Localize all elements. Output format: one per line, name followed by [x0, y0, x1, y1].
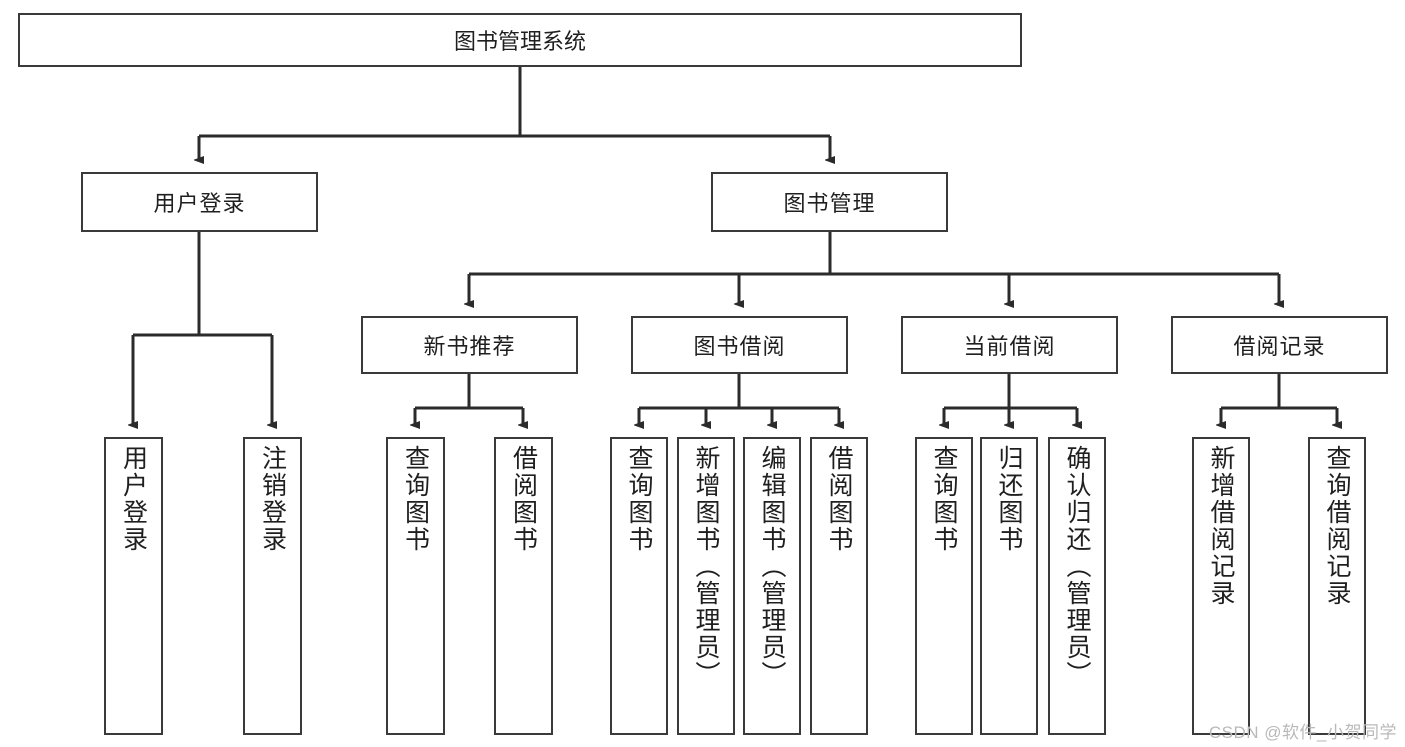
- leaf-borrow-book-recommend[interactable]: 借阅图书: [494, 437, 553, 735]
- leaf-label: 用户登录: [119, 445, 148, 553]
- leaf-label: 确认归还（管理员）: [1063, 445, 1091, 688]
- leaf-label: 查询图书: [401, 445, 430, 553]
- node-borrow-record[interactable]: 借阅记录: [1171, 316, 1388, 374]
- node-book-borrow[interactable]: 图书借阅: [631, 316, 848, 374]
- leaf-label: 新增图书（管理员）: [692, 445, 720, 688]
- leaf-user-login[interactable]: 用户登录: [104, 437, 163, 735]
- leaf-add-book-admin[interactable]: 新增图书（管理员）: [677, 437, 735, 735]
- node-book-management[interactable]: 图书管理: [711, 172, 948, 232]
- leaf-label: 借阅图书: [509, 445, 538, 553]
- leaf-label: 新增借阅记录: [1207, 445, 1235, 607]
- leaf-query-book-borrow[interactable]: 查询图书: [610, 437, 668, 735]
- leaf-return-book[interactable]: 归还图书: [980, 437, 1038, 735]
- watermark: CSDN @软件_小贺同学: [1208, 723, 1397, 742]
- node-label: 图书管理系统: [453, 29, 586, 54]
- leaf-add-borrow-record[interactable]: 新增借阅记录: [1192, 437, 1250, 735]
- leaf-label: 注销登录: [258, 445, 287, 553]
- node-root-library-system[interactable]: 图书管理系统: [18, 13, 1022, 67]
- leaf-confirm-return-admin[interactable]: 确认归还（管理员）: [1048, 437, 1106, 735]
- node-user-login[interactable]: 用户登录: [81, 172, 318, 232]
- leaf-logout-login[interactable]: 注销登录: [243, 437, 302, 735]
- node-current-borrow[interactable]: 当前借阅: [901, 316, 1118, 374]
- leaf-label: 查询借阅记录: [1323, 445, 1351, 607]
- node-label: 新书推荐: [423, 334, 516, 359]
- node-new-book-recommend[interactable]: 新书推荐: [361, 316, 578, 374]
- leaf-label: 归还图书: [995, 445, 1023, 553]
- leaf-query-book-current[interactable]: 查询图书: [915, 437, 973, 735]
- node-label: 图书借阅: [693, 334, 786, 359]
- node-label: 当前借阅: [963, 334, 1056, 359]
- leaf-borrow-book[interactable]: 借阅图书: [810, 437, 868, 735]
- leaf-label: 借阅图书: [825, 445, 853, 553]
- leaf-query-borrow-record[interactable]: 查询借阅记录: [1308, 437, 1366, 735]
- leaf-label: 编辑图书（管理员）: [758, 445, 786, 688]
- leaf-label: 查询图书: [930, 445, 958, 553]
- node-label: 图书管理: [783, 191, 876, 216]
- leaf-edit-book-admin[interactable]: 编辑图书（管理员）: [743, 437, 801, 735]
- node-label: 用户登录: [153, 191, 246, 216]
- leaf-query-book-recommend[interactable]: 查询图书: [386, 437, 445, 735]
- leaf-label: 查询图书: [625, 445, 653, 553]
- node-label: 借阅记录: [1233, 334, 1326, 359]
